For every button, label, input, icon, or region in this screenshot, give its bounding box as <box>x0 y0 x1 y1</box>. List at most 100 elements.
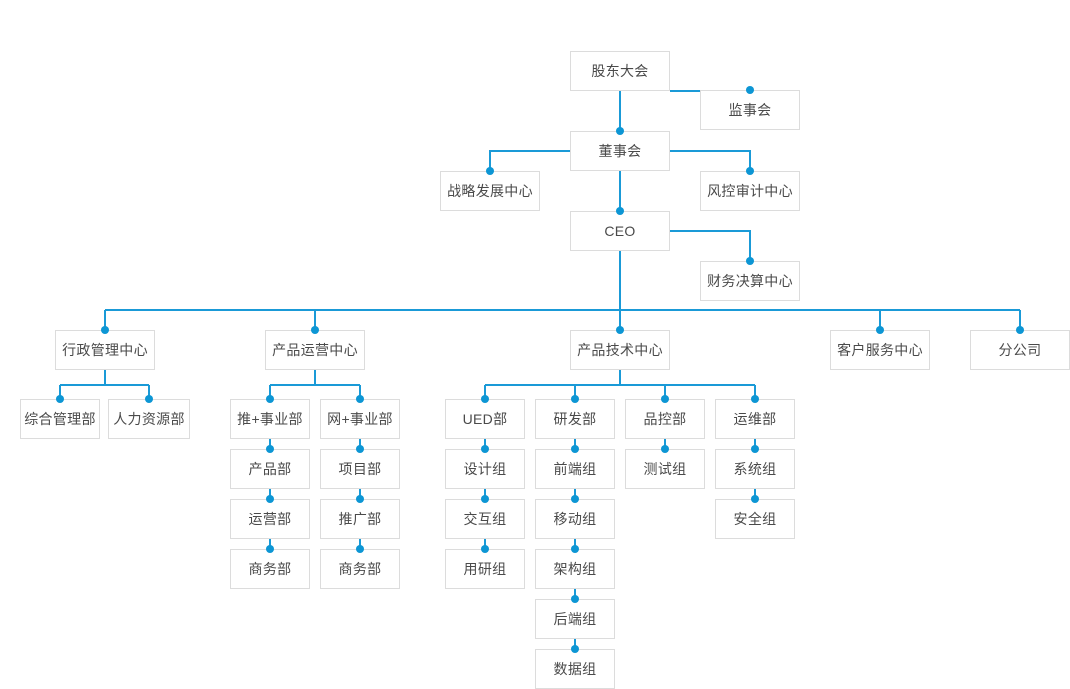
org-node-label: 战略发展中心 <box>447 183 533 199</box>
org-node-label: 设计组 <box>463 461 507 477</box>
connector-dot-icon <box>101 326 109 334</box>
org-node[interactable]: 推广部 <box>320 499 400 539</box>
connector-dot-icon <box>661 395 669 403</box>
org-node-label: 推+事业部 <box>237 411 303 427</box>
org-node-label: 系统组 <box>733 461 777 477</box>
org-node-label: 推广部 <box>338 511 382 527</box>
org-node-label: 商务部 <box>338 561 382 577</box>
connector-dot-icon <box>356 445 364 453</box>
org-node-label: 分公司 <box>998 342 1042 358</box>
org-node[interactable]: 客户服务中心 <box>830 330 930 370</box>
org-node[interactable]: 用研组 <box>445 549 525 589</box>
connector-dot-icon <box>616 127 624 135</box>
org-node-label: 行政管理中心 <box>62 342 148 358</box>
connector-dot-icon <box>486 167 494 175</box>
connector-line <box>489 150 570 171</box>
connector-dot-icon <box>571 445 579 453</box>
org-node-label: 运营部 <box>248 511 292 527</box>
connector-dot-icon <box>571 595 579 603</box>
org-node[interactable]: 设计组 <box>445 449 525 489</box>
org-node-label: 前端组 <box>553 461 597 477</box>
connector-dot-icon <box>266 545 274 553</box>
org-node[interactable]: 前端组 <box>535 449 615 489</box>
connector-dot-icon <box>571 645 579 653</box>
connector-dot-icon <box>571 395 579 403</box>
org-node[interactable]: 股东大会 <box>570 51 670 91</box>
org-node[interactable]: 测试组 <box>625 449 705 489</box>
org-node-label: 移动组 <box>553 511 597 527</box>
org-node[interactable]: 研发部 <box>535 399 615 439</box>
org-node[interactable]: 系统组 <box>715 449 795 489</box>
org-node[interactable]: 产品技术中心 <box>570 330 670 370</box>
org-node-label: 商务部 <box>248 561 292 577</box>
org-node[interactable]: 后端组 <box>535 599 615 639</box>
connector-dot-icon <box>356 395 364 403</box>
org-node[interactable]: CEO <box>570 211 670 251</box>
connector-dot-icon <box>481 445 489 453</box>
org-node[interactable]: 运营部 <box>230 499 310 539</box>
org-node[interactable]: 移动组 <box>535 499 615 539</box>
org-node[interactable]: 安全组 <box>715 499 795 539</box>
org-node-label: 股东大会 <box>591 63 649 79</box>
connector-dot-icon <box>751 445 759 453</box>
org-node[interactable]: 商务部 <box>230 549 310 589</box>
org-node[interactable]: 财务决算中心 <box>700 261 800 301</box>
org-node[interactable]: 行政管理中心 <box>55 330 155 370</box>
org-node-label: 交互组 <box>463 511 507 527</box>
connector-dot-icon <box>266 495 274 503</box>
org-node-label: 后端组 <box>553 611 597 627</box>
connector-dot-icon <box>751 395 759 403</box>
connector-dot-icon <box>266 445 274 453</box>
connector-dot-icon <box>481 395 489 403</box>
org-node-label: 安全组 <box>733 511 777 527</box>
org-node[interactable]: 战略发展中心 <box>440 171 540 211</box>
org-node[interactable]: 数据组 <box>535 649 615 689</box>
org-node-label: 研发部 <box>553 411 597 427</box>
connector-dot-icon <box>481 545 489 553</box>
org-node[interactable]: 商务部 <box>320 549 400 589</box>
org-node-label: 产品部 <box>248 461 292 477</box>
connector-dot-icon <box>571 495 579 503</box>
connector-dot-icon <box>1016 326 1024 334</box>
org-node[interactable]: 交互组 <box>445 499 525 539</box>
org-node-label: 监事会 <box>728 102 772 118</box>
connector-dot-icon <box>356 495 364 503</box>
connector-dot-icon <box>571 545 579 553</box>
connector-dot-icon <box>746 86 754 94</box>
connector-line <box>670 150 751 171</box>
org-node[interactable]: 产品部 <box>230 449 310 489</box>
org-node[interactable]: 项目部 <box>320 449 400 489</box>
org-node-label: 产品运营中心 <box>272 342 358 358</box>
org-node-label: 测试组 <box>643 461 687 477</box>
org-node[interactable]: 品控部 <box>625 399 705 439</box>
org-node[interactable]: 董事会 <box>570 131 670 171</box>
org-node[interactable]: UED部 <box>445 399 525 439</box>
connector-dot-icon <box>311 326 319 334</box>
connector-dot-icon <box>481 495 489 503</box>
org-node[interactable]: 推+事业部 <box>230 399 310 439</box>
org-node-label: 董事会 <box>598 143 642 159</box>
org-node[interactable]: 监事会 <box>700 90 800 130</box>
org-node-label: 综合管理部 <box>24 411 96 427</box>
connector-dot-icon <box>616 326 624 334</box>
org-node[interactable]: 架构组 <box>535 549 615 589</box>
org-node[interactable]: 综合管理部 <box>20 399 100 439</box>
org-node-label: 网+事业部 <box>327 411 393 427</box>
org-node-label: 架构组 <box>553 561 597 577</box>
org-node[interactable]: 分公司 <box>970 330 1070 370</box>
org-node-label: UED部 <box>462 411 508 427</box>
org-node[interactable]: 人力资源部 <box>108 399 190 439</box>
org-node[interactable]: 网+事业部 <box>320 399 400 439</box>
org-node-label: 产品技术中心 <box>577 342 663 358</box>
org-node-label: 运维部 <box>733 411 777 427</box>
connector-line <box>670 230 751 261</box>
org-node[interactable]: 产品运营中心 <box>265 330 365 370</box>
connector-dot-icon <box>746 257 754 265</box>
org-node[interactable]: 风控审计中心 <box>700 171 800 211</box>
org-node-label: 客户服务中心 <box>837 342 923 358</box>
connector-dot-icon <box>661 445 669 453</box>
connector-dot-icon <box>145 395 153 403</box>
org-node[interactable]: 运维部 <box>715 399 795 439</box>
connector-dot-icon <box>746 167 754 175</box>
